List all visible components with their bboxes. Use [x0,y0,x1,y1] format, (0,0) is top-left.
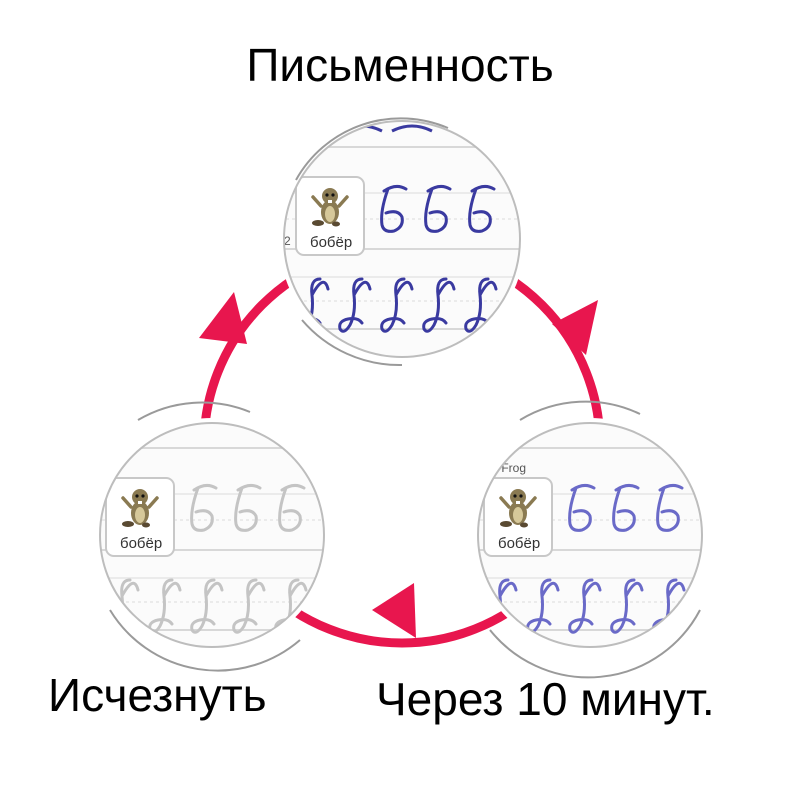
panel-disappear: бобёр 2 [95,401,329,672]
caption-disappear: Исчезнуть [48,669,267,721]
arrow-right-to-left [372,583,416,638]
arrow-left-to-top [199,292,247,344]
caption-writing: Письменность [246,39,554,91]
label-word: бобёр [310,234,352,251]
panel-after-10-min: бобёр 2 art Frog [473,400,707,679]
panel-writing: бобёр 2 [279,116,525,367]
label-word: бобёр [498,535,540,552]
page-number: 2 [284,234,291,248]
label-word: бобёр [120,535,162,552]
arrow-top-to-right [552,300,598,355]
caption-after-10-minutes: Через 10 минут. [376,673,715,725]
